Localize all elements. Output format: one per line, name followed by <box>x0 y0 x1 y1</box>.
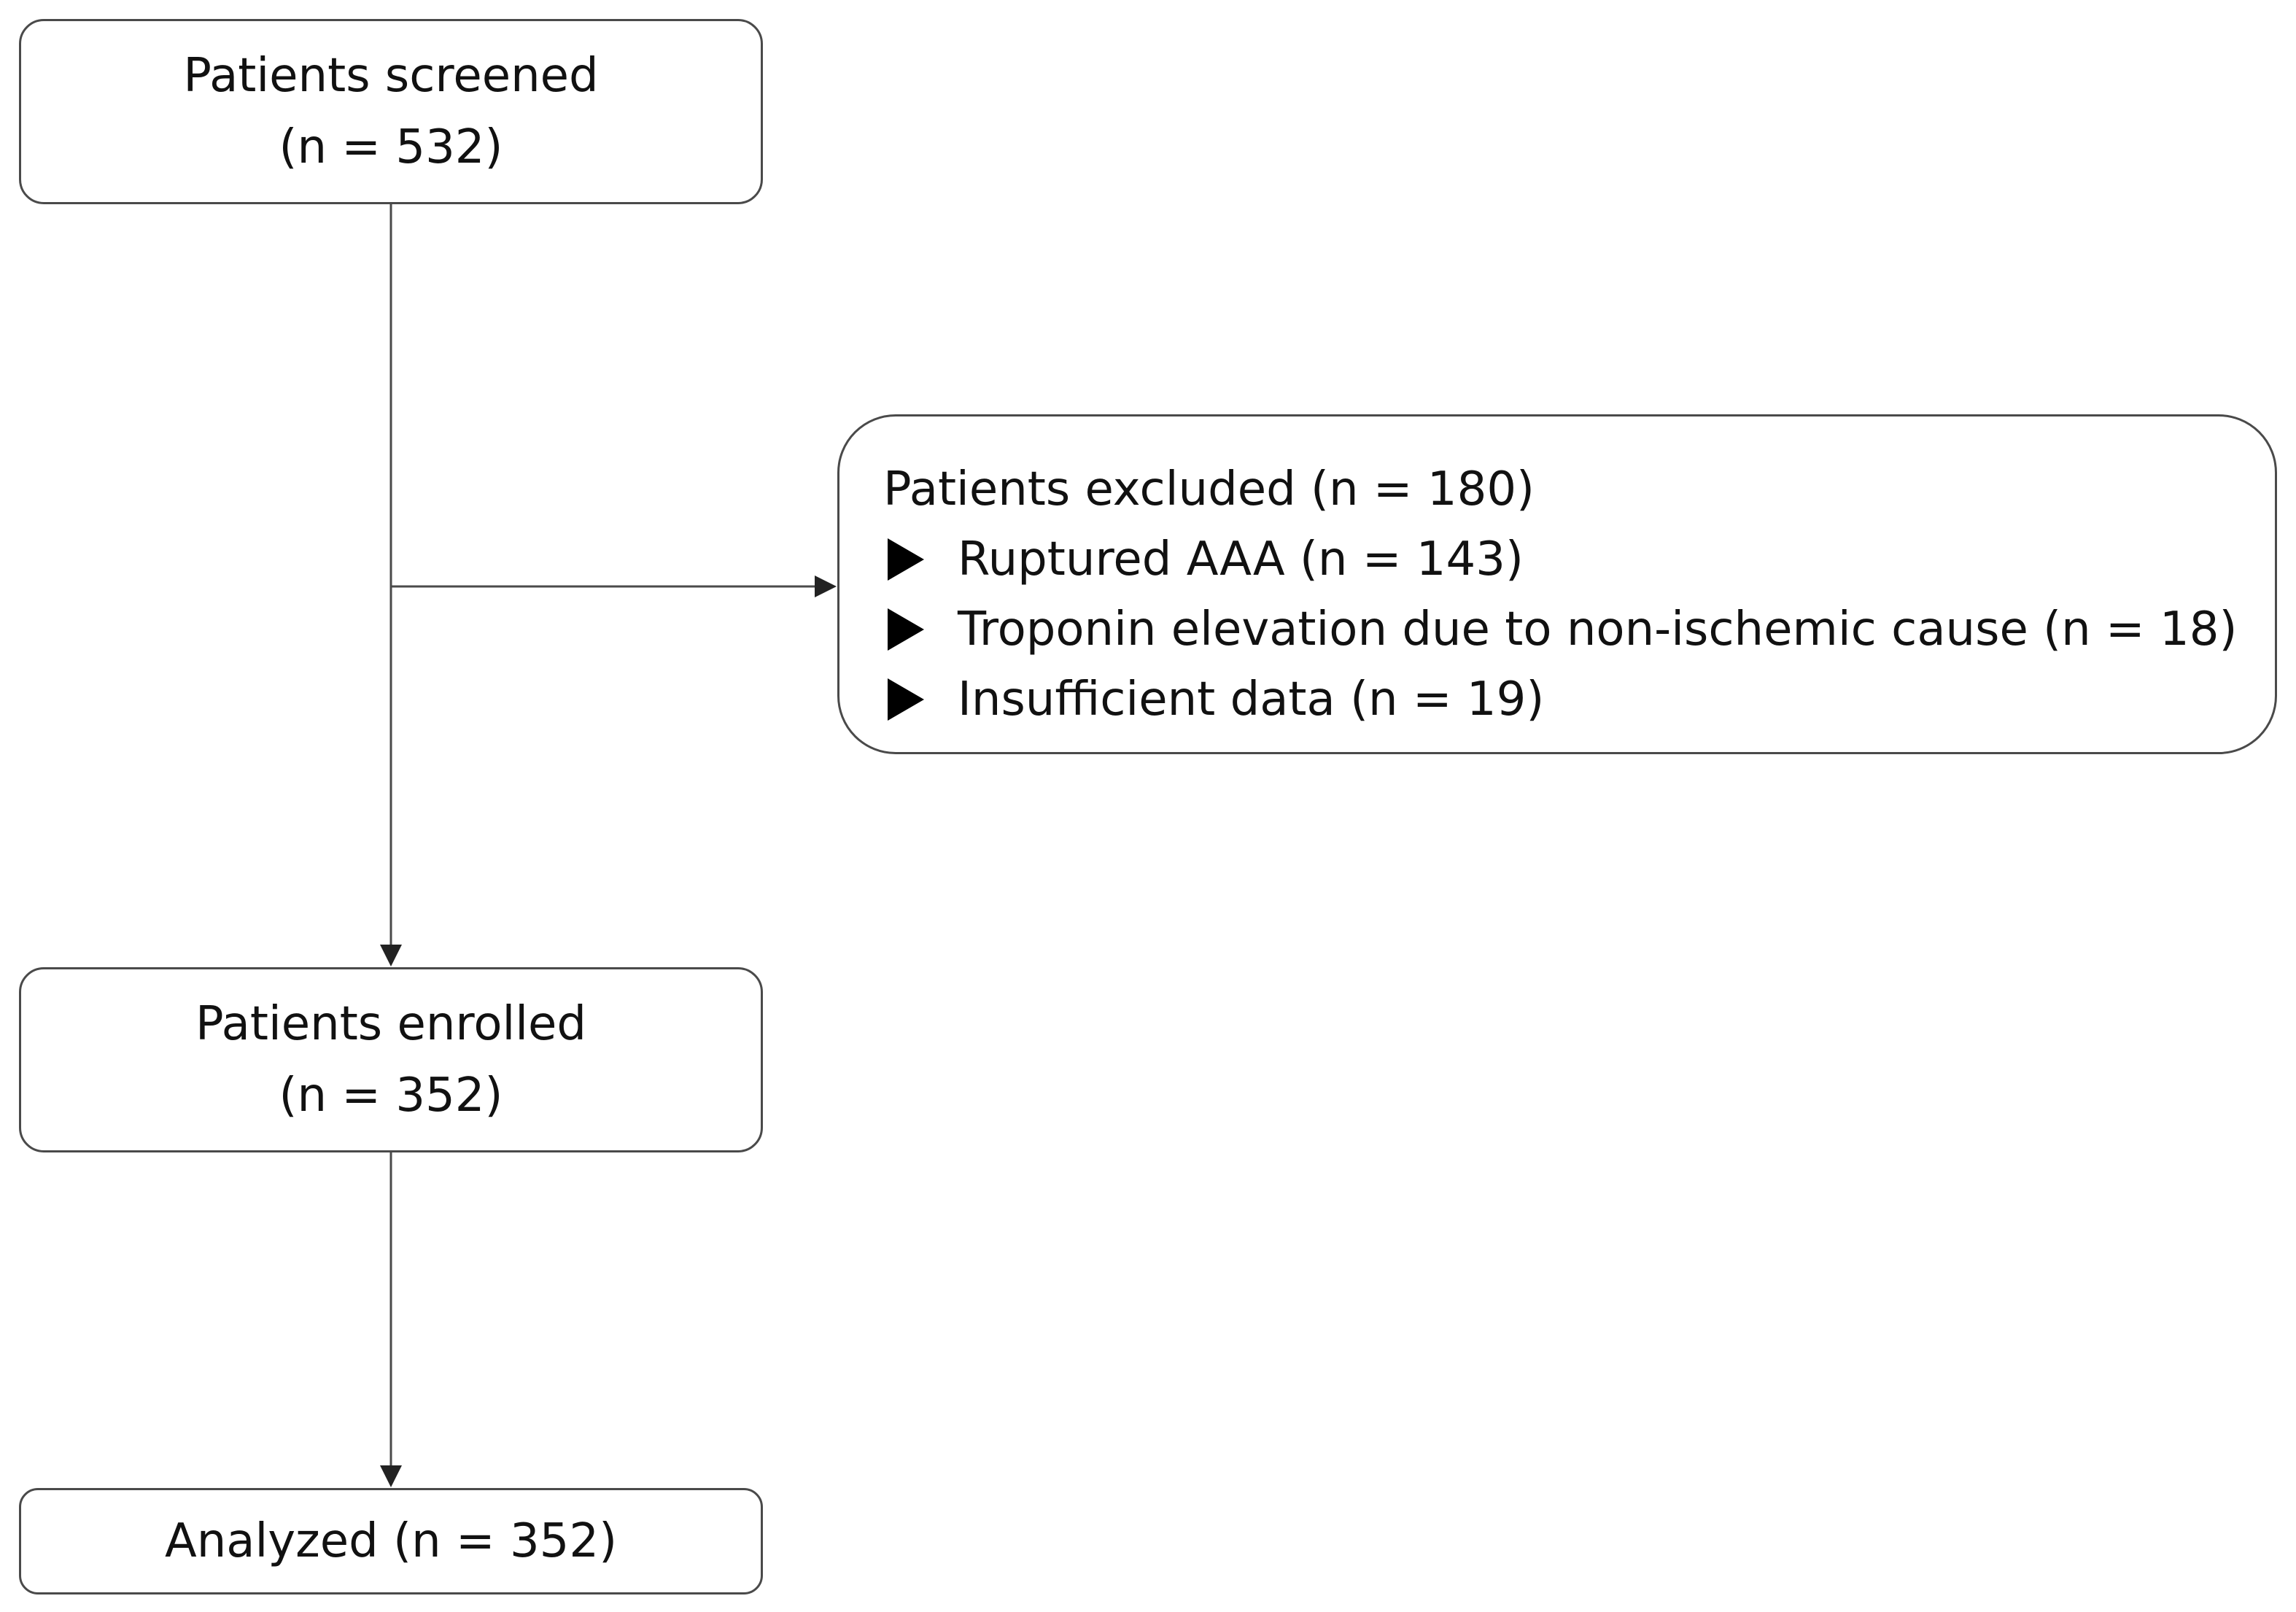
excluded-item-label: Insufficient data (n = 19) <box>958 673 1545 726</box>
analyzed-label: Analyzed (n = 352) <box>164 1514 618 1568</box>
excluded-title: Patients excluded (n = 180) <box>883 462 1535 516</box>
screened-label: Patients screened <box>183 49 599 103</box>
excluded-item: Insufficient data (n = 19) <box>883 664 2275 735</box>
excluded-item-label: Ruptured AAA (n = 143) <box>958 532 1524 586</box>
enrolled-label: Patients enrolled <box>195 997 587 1051</box>
screened-box: Patients screened (n = 532) <box>19 19 763 204</box>
triangle-bullet-icon <box>888 678 924 721</box>
enrolled-box: Patients enrolled (n = 352) <box>19 967 763 1152</box>
excluded-box: Patients excluded (n = 180) Ruptured AAA… <box>837 414 2277 754</box>
excluded-item-label: Troponin elevation due to non-ischemic c… <box>958 602 2238 656</box>
triangle-bullet-icon <box>888 538 924 581</box>
triangle-bullet-icon <box>888 608 924 651</box>
excluded-item: Troponin elevation due to non-ischemic c… <box>883 594 2275 664</box>
analyzed-box: Analyzed (n = 352) <box>19 1488 763 1594</box>
excluded-item: Ruptured AAA (n = 143) <box>883 524 2275 594</box>
screened-count: (n = 532) <box>279 120 503 174</box>
enrolled-count: (n = 352) <box>279 1069 503 1123</box>
